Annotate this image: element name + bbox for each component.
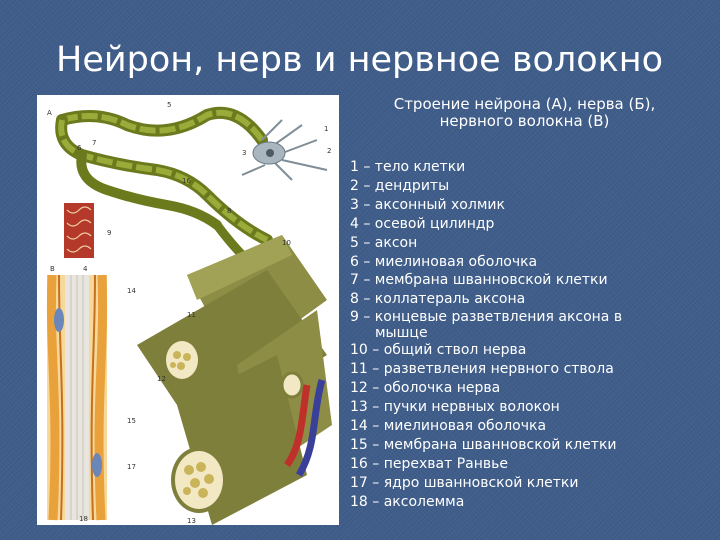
legend-item: 10 – общий ствол нерва bbox=[350, 342, 527, 359]
nerve-trunk-b bbox=[137, 235, 332, 525]
label-12: 12 bbox=[157, 375, 166, 383]
label-a: А bbox=[47, 109, 52, 117]
caption-line-1: Строение нейрона (А), нерва (Б), bbox=[393, 95, 656, 113]
legend-item: 12 – оболочка нерва bbox=[350, 380, 501, 397]
legend-item: 16 – перехват Ранвье bbox=[350, 455, 508, 472]
label-4: 4 bbox=[83, 265, 88, 273]
label-2: 2 bbox=[327, 147, 331, 155]
figure-caption: Строение нейрона (А), нерва (Б), нервног… bbox=[352, 96, 697, 130]
legend-item: 2 – дендриты bbox=[350, 177, 450, 194]
label-18: 18 bbox=[79, 515, 88, 523]
legend-item: 4 – осевой цилиндр bbox=[350, 215, 495, 232]
legend-item: 1 – тело клетки bbox=[350, 159, 466, 175]
label-3: 3 bbox=[242, 149, 246, 157]
legend-item: 8 – коллатераль аксона bbox=[350, 291, 526, 308]
muscle-block bbox=[64, 203, 94, 258]
label-8: 8 bbox=[227, 207, 231, 215]
legend-item: 11 – разветвления нервного ствола bbox=[350, 361, 614, 378]
slide-title: Нейрон, нерв и нервное волокно bbox=[56, 40, 664, 80]
legend-item: 15 – мембрана шванновской клетки bbox=[350, 436, 617, 453]
label-11: 11 bbox=[187, 311, 196, 319]
anatomy-drawing: А В 1 2 3 4 5 6 7 8 9 10 11 12 13 14 15 … bbox=[46, 101, 332, 525]
label-7: 7 bbox=[92, 139, 96, 147]
label-6: 6 bbox=[77, 144, 82, 152]
legend-item: 7 – мембрана шванновской клетки bbox=[350, 272, 608, 289]
label-1: 1 bbox=[324, 125, 328, 133]
legend-list: 1 – тело клетки 2 – дендриты 3 – аксонны… bbox=[350, 158, 712, 511]
label-v: В bbox=[50, 265, 55, 273]
legend-item: 14 – миелиновая оболочка bbox=[350, 417, 547, 434]
label-15: 15 bbox=[127, 417, 136, 425]
legend-item: 13 – пучки нервных волокон bbox=[350, 398, 560, 415]
nerve-fiber-v bbox=[46, 274, 108, 521]
label-14: 14 bbox=[127, 287, 136, 295]
legend-item: 9 – концевые разветвления аксона в мышце bbox=[350, 309, 623, 342]
legend-item: 18 – аксолемма bbox=[350, 493, 465, 510]
neuron-a bbox=[55, 106, 328, 265]
legend-item: 17 – ядро шванновской клетки bbox=[350, 474, 579, 491]
label-13: 13 bbox=[187, 517, 196, 525]
legend-item: 3 – аксонный холмик bbox=[350, 196, 505, 213]
legend-item: 5 – аксон bbox=[350, 234, 418, 251]
legend-item: 6 – миелиновая оболочка bbox=[350, 253, 538, 270]
anatomy-figure: А В 1 2 3 4 5 6 7 8 9 10 11 12 13 14 15 … bbox=[37, 95, 339, 525]
label-16: 16 bbox=[182, 177, 191, 185]
label-5: 5 bbox=[167, 101, 171, 109]
caption-line-2: нервного волокна (В) bbox=[439, 112, 610, 130]
label-10: 10 bbox=[282, 239, 291, 247]
label-17: 17 bbox=[127, 463, 136, 471]
label-9: 9 bbox=[107, 229, 111, 237]
